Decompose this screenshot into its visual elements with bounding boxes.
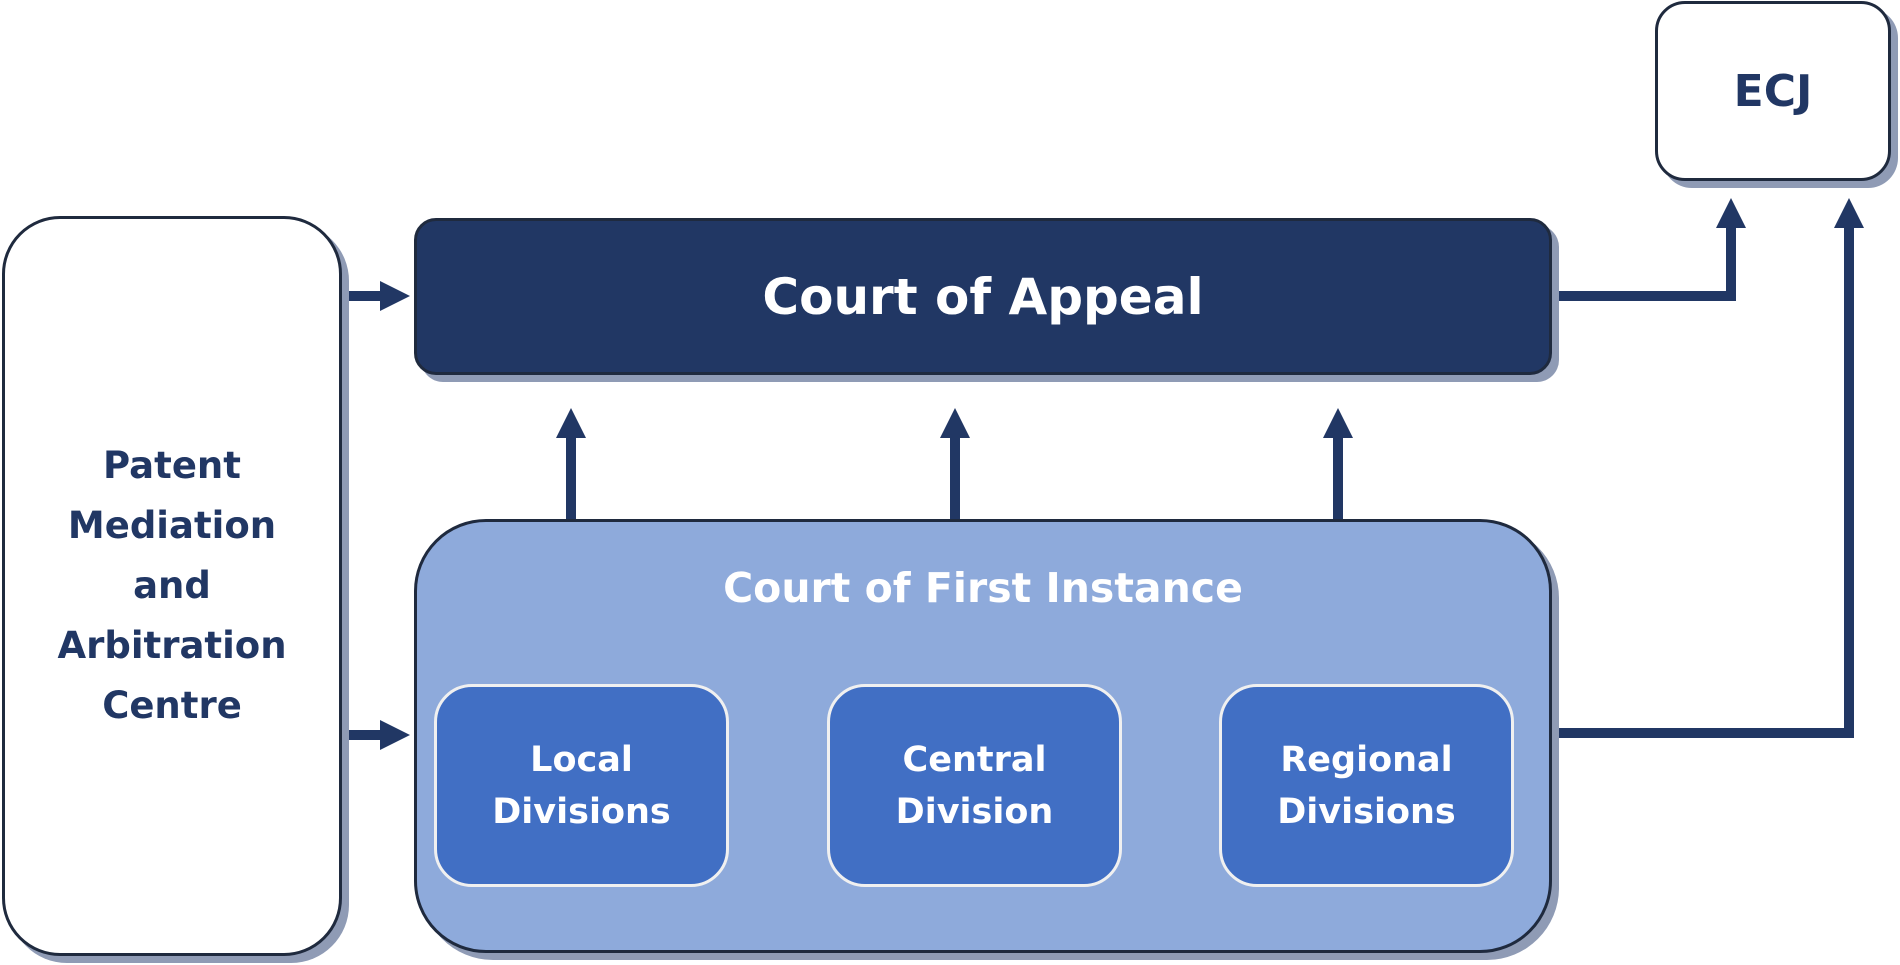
local-divisions-node: Local Divisions xyxy=(434,684,729,887)
mediation-centre-node: Patent Mediation and Arbitration Centre xyxy=(2,216,342,956)
mediation-centre-label: Patent Mediation and Arbitration Centre xyxy=(57,444,287,727)
regional-divisions-node: Regional Divisions xyxy=(1219,684,1514,887)
ecj-label: ECJ xyxy=(1733,65,1813,117)
central-division-node: Central Division xyxy=(827,684,1122,887)
edge-court-of-appeal-ecj xyxy=(1552,198,1746,301)
court-of-first-instance-label: Court of First Instance xyxy=(723,564,1243,612)
court-of-first-instance-node: Court of First Instance Local Divisions … xyxy=(414,519,1552,953)
ecj-node: ECJ xyxy=(1655,1,1891,181)
central-division-label: Central Division xyxy=(895,739,1054,832)
court-of-appeal-label: Court of Appeal xyxy=(762,267,1204,326)
court-of-appeal-node: Court of Appeal xyxy=(414,218,1552,375)
edge-court-of-first-instance-ecj xyxy=(1552,198,1864,738)
regional-divisions-label: Regional Divisions xyxy=(1277,739,1456,832)
local-divisions-label: Local Divisions xyxy=(492,739,671,832)
